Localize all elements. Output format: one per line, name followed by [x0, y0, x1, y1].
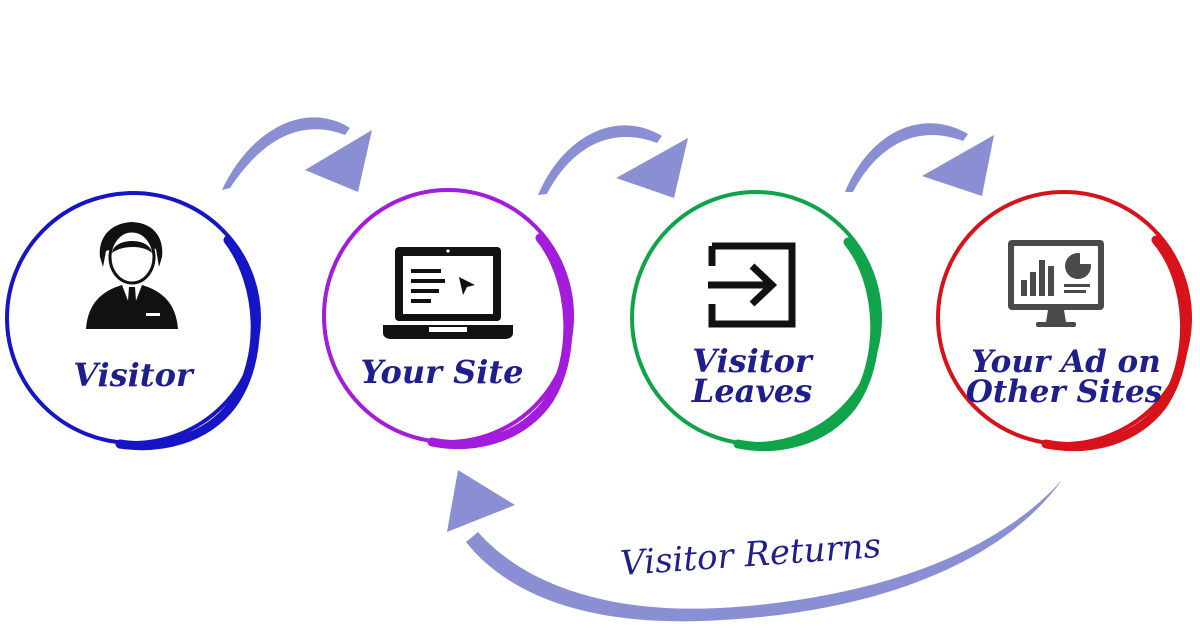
- arrow-visitor-to-site: [222, 117, 372, 192]
- stage-visitor: Visitor: [5, 191, 261, 451]
- monitor-chart-icon: [1008, 240, 1104, 327]
- arrow-site-to-leaves: [538, 125, 688, 198]
- stage-your-site: Your Site: [322, 188, 574, 449]
- arrow-return: [447, 470, 1062, 622]
- stage-label: Visitor: [73, 356, 195, 394]
- stage-ring: [5, 191, 261, 451]
- stage-label: Visitor: [692, 342, 814, 380]
- stage-label: Other Sites: [966, 374, 1162, 410]
- arrow-leaves-to-ad: [845, 123, 994, 196]
- stage-ring: [936, 190, 1192, 451]
- return-label: Visitor Returns: [619, 526, 882, 584]
- stage-label: Your Site: [360, 353, 523, 391]
- exit-icon: [708, 242, 796, 328]
- stage-visitor-leaves: Visitor Leaves: [630, 190, 882, 451]
- stage-ring: [630, 190, 882, 451]
- person-icon: [86, 222, 178, 329]
- stage-ring: [322, 188, 574, 449]
- stage-your-ad: Your Ad on Other Sites: [936, 190, 1192, 451]
- stage-label: Leaves: [691, 372, 813, 410]
- stage-label: Your Ad on: [971, 344, 1161, 380]
- laptop-icon: [383, 247, 513, 339]
